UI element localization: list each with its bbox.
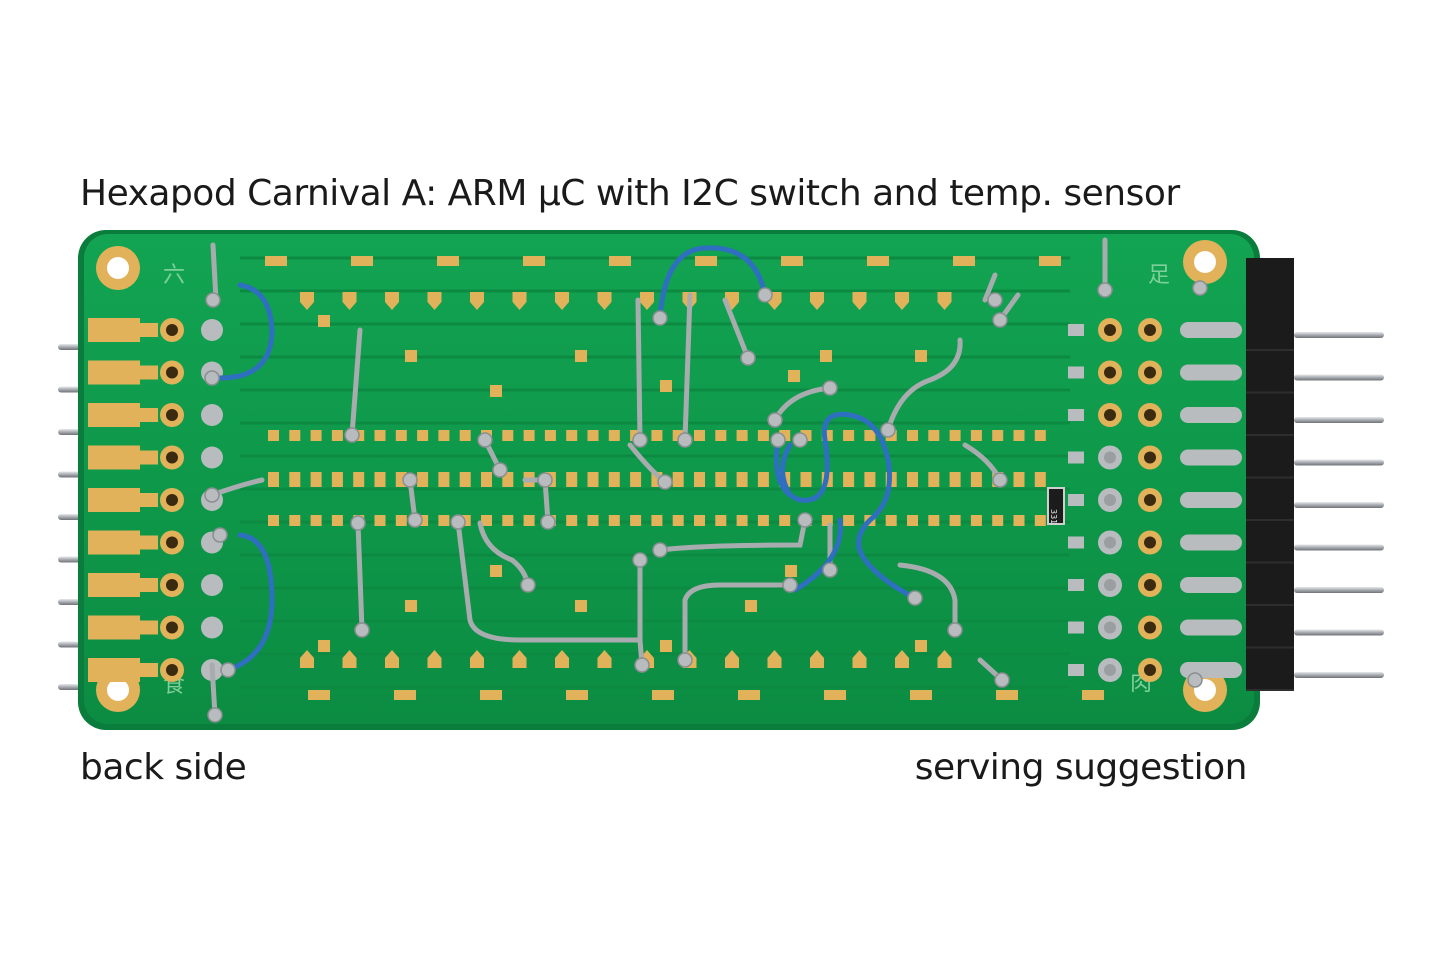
caption-back-side: back side bbox=[80, 747, 247, 788]
left-through-holes bbox=[160, 318, 223, 682]
pin-header bbox=[1246, 258, 1294, 690]
smd-pads bbox=[265, 256, 1104, 700]
svg-text:足: 足 bbox=[1148, 263, 1170, 288]
svg-text:六: 六 bbox=[163, 263, 185, 288]
right-header-pins bbox=[1294, 332, 1384, 678]
arrow-pads bbox=[300, 292, 952, 668]
right-through-holes bbox=[1068, 318, 1242, 682]
svg-text:331: 331 bbox=[1049, 509, 1058, 524]
caption-serving-suggestion: serving suggestion bbox=[914, 747, 1248, 788]
solder-joints bbox=[204, 280, 1208, 723]
photo-title: Hexapod Carnival A: ARM µC with I2C swit… bbox=[80, 173, 1180, 214]
blue-wires bbox=[217, 245, 918, 673]
left-edge-pads bbox=[88, 318, 158, 682]
smd-resistor: 331 bbox=[1047, 487, 1065, 525]
